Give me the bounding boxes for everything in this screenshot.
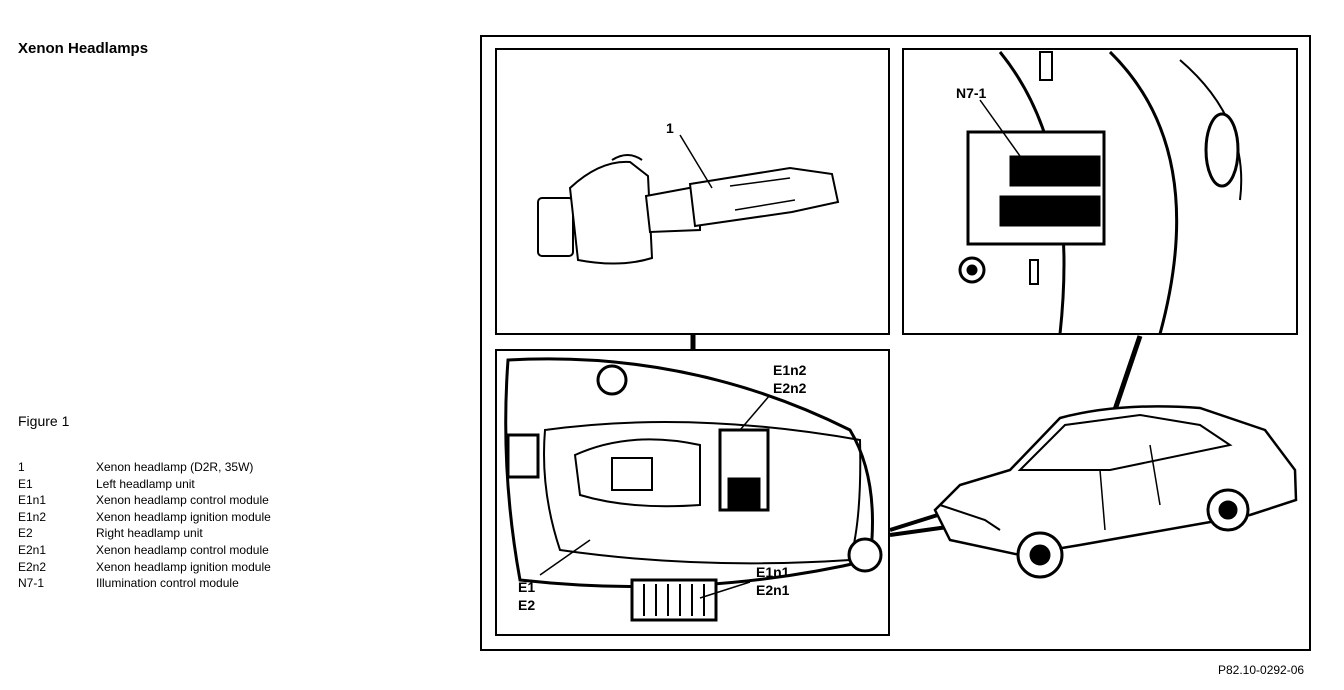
legend-code: N7-1 <box>18 576 45 591</box>
legend-item: 1 Xenon headlamp (D2R, 35W) <box>18 459 271 476</box>
headlamp-panel: E1n2 E2n2 E1 E2 E1n1 E2n1 <box>495 349 890 636</box>
legend-text: Right headlamp unit <box>96 526 203 541</box>
legend-item: E1n2 Xenon headlamp ignition module <box>18 509 271 526</box>
side-connector <box>506 433 540 479</box>
legend-text: Xenon headlamp control module <box>96 542 269 557</box>
reference-code: P82.10-0292-06 <box>1218 663 1305 677</box>
headlamp-unit-callout: E1 <box>518 579 535 595</box>
module-housing <box>966 130 1106 246</box>
control-module-callout: E2n1 <box>756 582 790 598</box>
legend-code: E1n2 <box>18 509 47 524</box>
legend-item: E1n1 Xenon headlamp control module <box>18 492 271 509</box>
car-illustration <box>933 405 1298 579</box>
control-module-illustration <box>958 50 1243 335</box>
connector-row <box>1009 155 1101 187</box>
legend-code: E1 <box>18 476 33 491</box>
bulb-leader-line <box>679 134 713 189</box>
adjuster-knob <box>596 364 628 396</box>
bulb-base <box>537 197 574 257</box>
legend-item: E2n1 Xenon headlamp control module <box>18 542 271 559</box>
legend-text: Illumination control module <box>96 576 239 591</box>
outer-frame <box>480 35 1311 651</box>
legend-code: 1 <box>18 460 25 474</box>
module-callout: N7-1 <box>956 85 987 101</box>
xenon-bulb-housing <box>611 457 653 491</box>
connector-row <box>999 195 1101 227</box>
bulb-glass <box>688 166 840 228</box>
legend-code: E2 <box>18 526 33 541</box>
legend-item: N7-1 Illumination control module <box>18 575 271 592</box>
page-title: Xenon Headlamps <box>18 40 149 57</box>
module-panel: N7-1 <box>902 48 1298 335</box>
unit-leader-line <box>539 539 591 576</box>
headlamp-unit-callout: E2 <box>518 597 535 613</box>
car-rear-hub <box>1218 500 1238 520</box>
control-module-callout: E1n1 <box>756 564 790 580</box>
car-front-hub <box>1029 544 1051 566</box>
bulb-callout: 1 <box>666 120 674 136</box>
legend-text: Xenon headlamp ignition module <box>96 559 271 574</box>
mounting-screw-center <box>966 264 978 276</box>
headlamp-mount <box>847 537 883 573</box>
module-leader-line <box>979 99 1021 157</box>
legend-item: E1 Left headlamp unit <box>18 476 271 493</box>
legend-text: Left headlamp unit <box>96 476 195 491</box>
xenon-bulb-illustration <box>537 134 840 265</box>
legend-text: Xenon headlamp ignition module <box>96 509 271 524</box>
ignition-leader-line <box>739 394 771 431</box>
ignition-connector <box>727 477 761 509</box>
legend-code: E1n1 <box>18 493 47 508</box>
car-windows <box>1017 413 1233 471</box>
legend-item: E2 Right headlamp unit <box>18 525 271 542</box>
legend-code: E2n1 <box>18 542 47 557</box>
bulb-stem <box>644 184 701 234</box>
bulb-panel: 1 <box>495 48 890 335</box>
control-leader-line <box>699 581 751 599</box>
legend-text: Xenon headlamp (D2R, 35W) <box>96 460 254 474</box>
trim-slot <box>1039 51 1053 81</box>
legend-code: E2n2 <box>18 559 47 574</box>
ignition-module-callout: E1n2 <box>773 362 807 378</box>
bulb-arc-detail <box>729 177 796 211</box>
ignition-module-callout: E2n2 <box>773 380 807 396</box>
figure-label: Figure 1 <box>18 413 70 429</box>
bulb-collar <box>568 160 654 265</box>
headlamp-assembly-illustration <box>504 357 883 622</box>
car-door-line <box>1149 444 1161 506</box>
car-grille <box>939 504 1001 531</box>
car-door-line <box>1099 469 1106 531</box>
control-module-fins <box>643 584 705 616</box>
trim-slot <box>1029 259 1039 285</box>
trim-contour <box>1108 50 1179 335</box>
control-module <box>630 578 718 622</box>
bulb-clip <box>611 154 643 161</box>
legend-item: E2n2 Xenon headlamp ignition module <box>18 559 271 576</box>
trim-knob <box>1204 112 1240 188</box>
legend-text: Xenon headlamp control module <box>96 493 269 508</box>
legend: 1 Xenon headlamp (D2R, 35W) E1 Left headla… <box>18 459 271 592</box>
